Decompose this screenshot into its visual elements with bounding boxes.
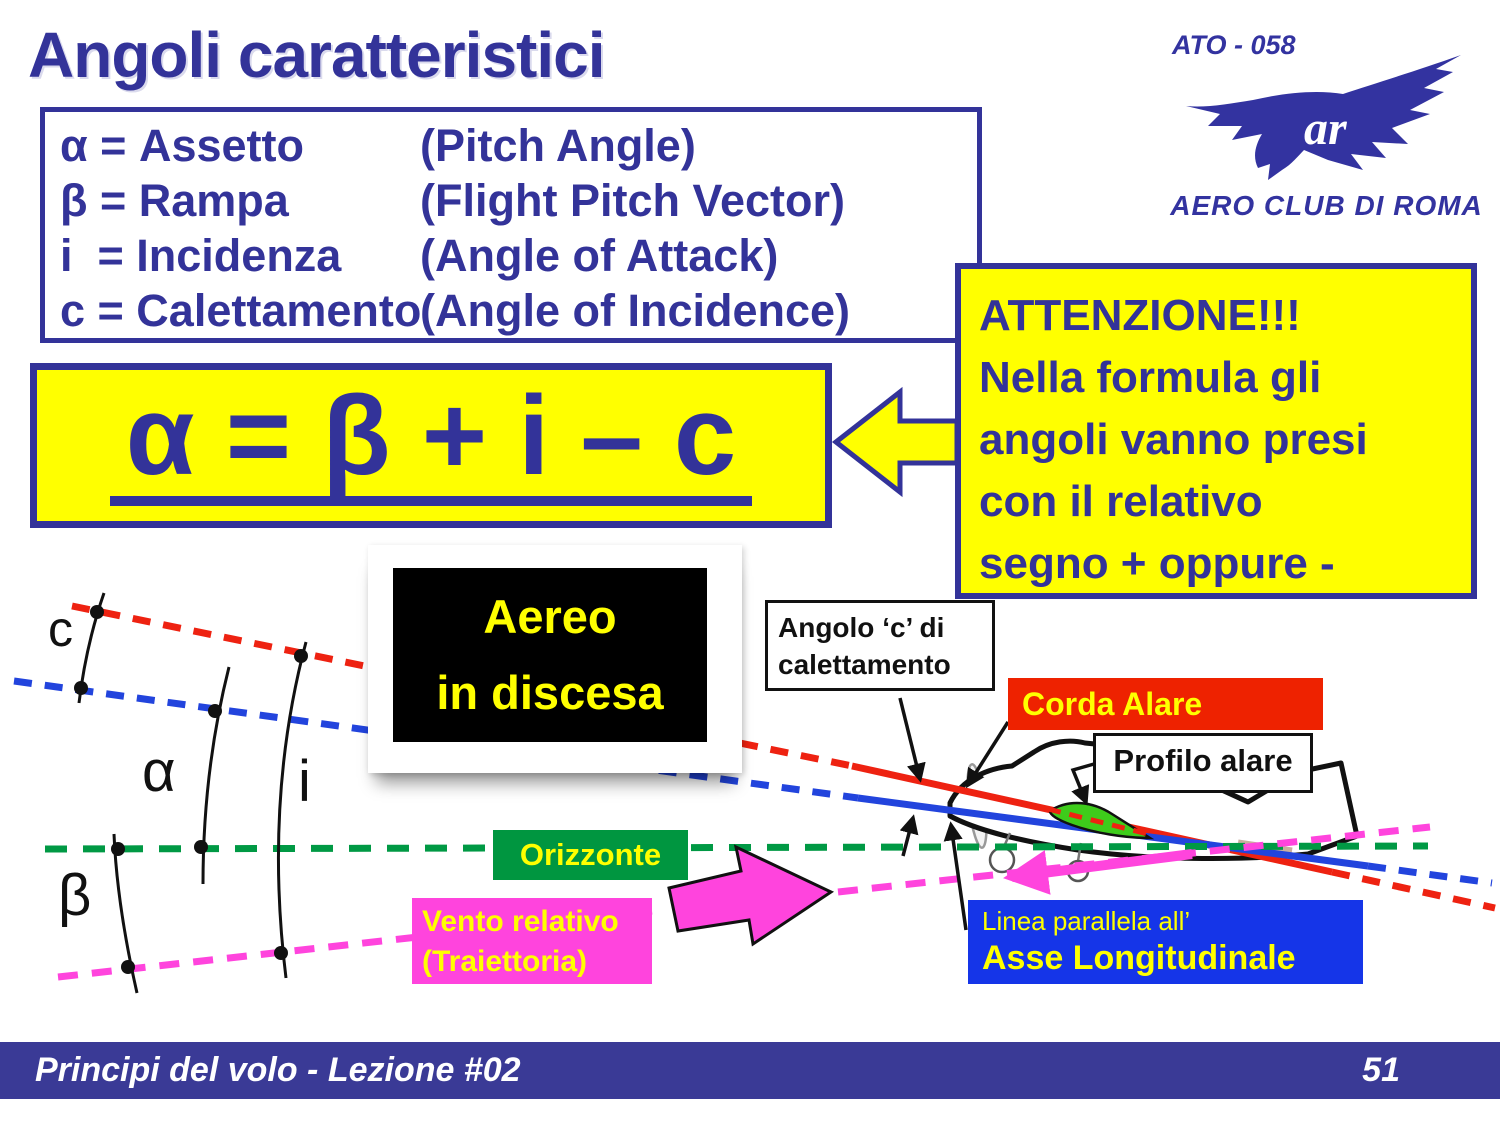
eagle-monogram: ar — [1304, 102, 1348, 155]
chord-through-airfoil — [1047, 806, 1153, 838]
label-profilo-alare: Profilo alare — [1093, 733, 1313, 793]
attention-box: ATTENZIONE!!! Nella formula gli angoli v… — [955, 263, 1477, 599]
definition-row-alpha: α = Assetto (Pitch Angle) — [60, 118, 977, 173]
arrow-to-chord — [898, 697, 926, 783]
footer-bar: Principi del volo - Lezione #02 51 — [0, 1042, 1500, 1099]
label-line: calettamento — [778, 649, 951, 680]
attention-line: Nella formula gli — [979, 353, 1322, 402]
definition-row-i: i = Incidenza (Angle of Attack) — [60, 228, 977, 283]
angle-label-i: i — [298, 749, 311, 814]
definition-english: (Pitch Angle) — [420, 120, 696, 171]
fuselage-outline — [947, 738, 1360, 862]
formula-box: α = β + i – c — [30, 363, 832, 528]
attention-line: ATTENZIONE!!! — [979, 291, 1301, 340]
relative-wind-arrow — [1003, 849, 1193, 895]
angle-label-alpha: α — [142, 739, 176, 804]
attention-line: con il relativo — [979, 477, 1263, 526]
pointer-arrows — [898, 697, 1095, 931]
angle-arcs — [77, 592, 308, 994]
definition-row-c: c = Calettamento (Angle of Incidence) — [60, 283, 977, 338]
angle-arc-alpha — [201, 666, 231, 885]
definition-row-beta: β = Rampa (Flight Pitch Vector) — [60, 173, 977, 228]
angle-arc-i — [276, 641, 308, 979]
arrow-to-airfoil — [1070, 762, 1095, 806]
eagle-silhouette — [1186, 55, 1461, 180]
ato-code: ATO - 058 — [1172, 30, 1296, 60]
footer-title: Principi del volo - Lezione #02 — [35, 1051, 521, 1089]
arrow-from-corda — [965, 721, 1010, 789]
label-angolo-calettamento: Angolo ‘c’ di calettamento — [765, 600, 995, 691]
aeroclub-logo: ATO - 058 ar AERO CLUB DI ROMA — [1158, 22, 1495, 222]
attention-line: angoli vanno presi — [979, 415, 1368, 464]
definition-term: i = Incidenza — [60, 230, 342, 281]
page-title: Angoli caratteristici — [28, 19, 605, 91]
trajectory-big-arrow-icon — [667, 844, 835, 947]
wing-airfoil — [1047, 801, 1155, 840]
card-line2: in discesa — [436, 666, 664, 719]
label-asse-longitudinale: Linea parallela all’ Asse Longitudinale — [968, 900, 1363, 984]
label-orizzonte: Orizzonte — [493, 830, 688, 880]
card-line1: Aereo — [483, 590, 617, 643]
definition-term: α = Assetto — [60, 120, 304, 171]
definitions-box: α = Assetto (Pitch Angle) β = Rampa (Fli… — [40, 107, 982, 343]
definition-english: (Angle of Incidence) — [420, 285, 851, 336]
descending-aircraft-card: Aereo in discesa — [368, 545, 742, 773]
definition-english: (Flight Pitch Vector) — [420, 175, 846, 226]
label-corda-alare: Corda Alare — [1008, 678, 1323, 730]
label-line: Linea parallela all’ — [982, 906, 1191, 936]
club-name: AERO CLUB DI ROMA — [1170, 190, 1483, 221]
label-vento-relativo: Vento relativo (Traiettoria) — [412, 898, 652, 984]
formula-text: α = β + i – c — [109, 379, 753, 506]
arrow-up-1 — [899, 814, 919, 857]
label-line: Angolo ‘c’ di — [778, 612, 945, 643]
definition-term: β = Rampa — [60, 175, 289, 226]
label-line: Vento relativo — [422, 905, 619, 938]
definition-english: (Angle of Attack) — [420, 230, 779, 281]
attention-line: segno + oppure - — [979, 539, 1335, 588]
attention-left-arrow-icon — [831, 386, 960, 498]
angle-label-beta: β — [58, 863, 92, 928]
definition-term: c = Calettamento — [60, 285, 422, 336]
descending-aircraft-card-inner: Aereo in discesa — [393, 568, 707, 742]
arc-endpoint-dots — [74, 605, 308, 974]
label-line: Asse Longitudinale — [982, 939, 1296, 977]
label-line: (Traiettoria) — [422, 945, 588, 978]
angle-label-c: c — [48, 601, 73, 657]
front-wheel-icon — [988, 846, 1016, 874]
arrow-up-2 — [943, 821, 968, 931]
eagle-icon: ar — [1186, 55, 1461, 180]
page-number: 51 — [1362, 1051, 1400, 1089]
